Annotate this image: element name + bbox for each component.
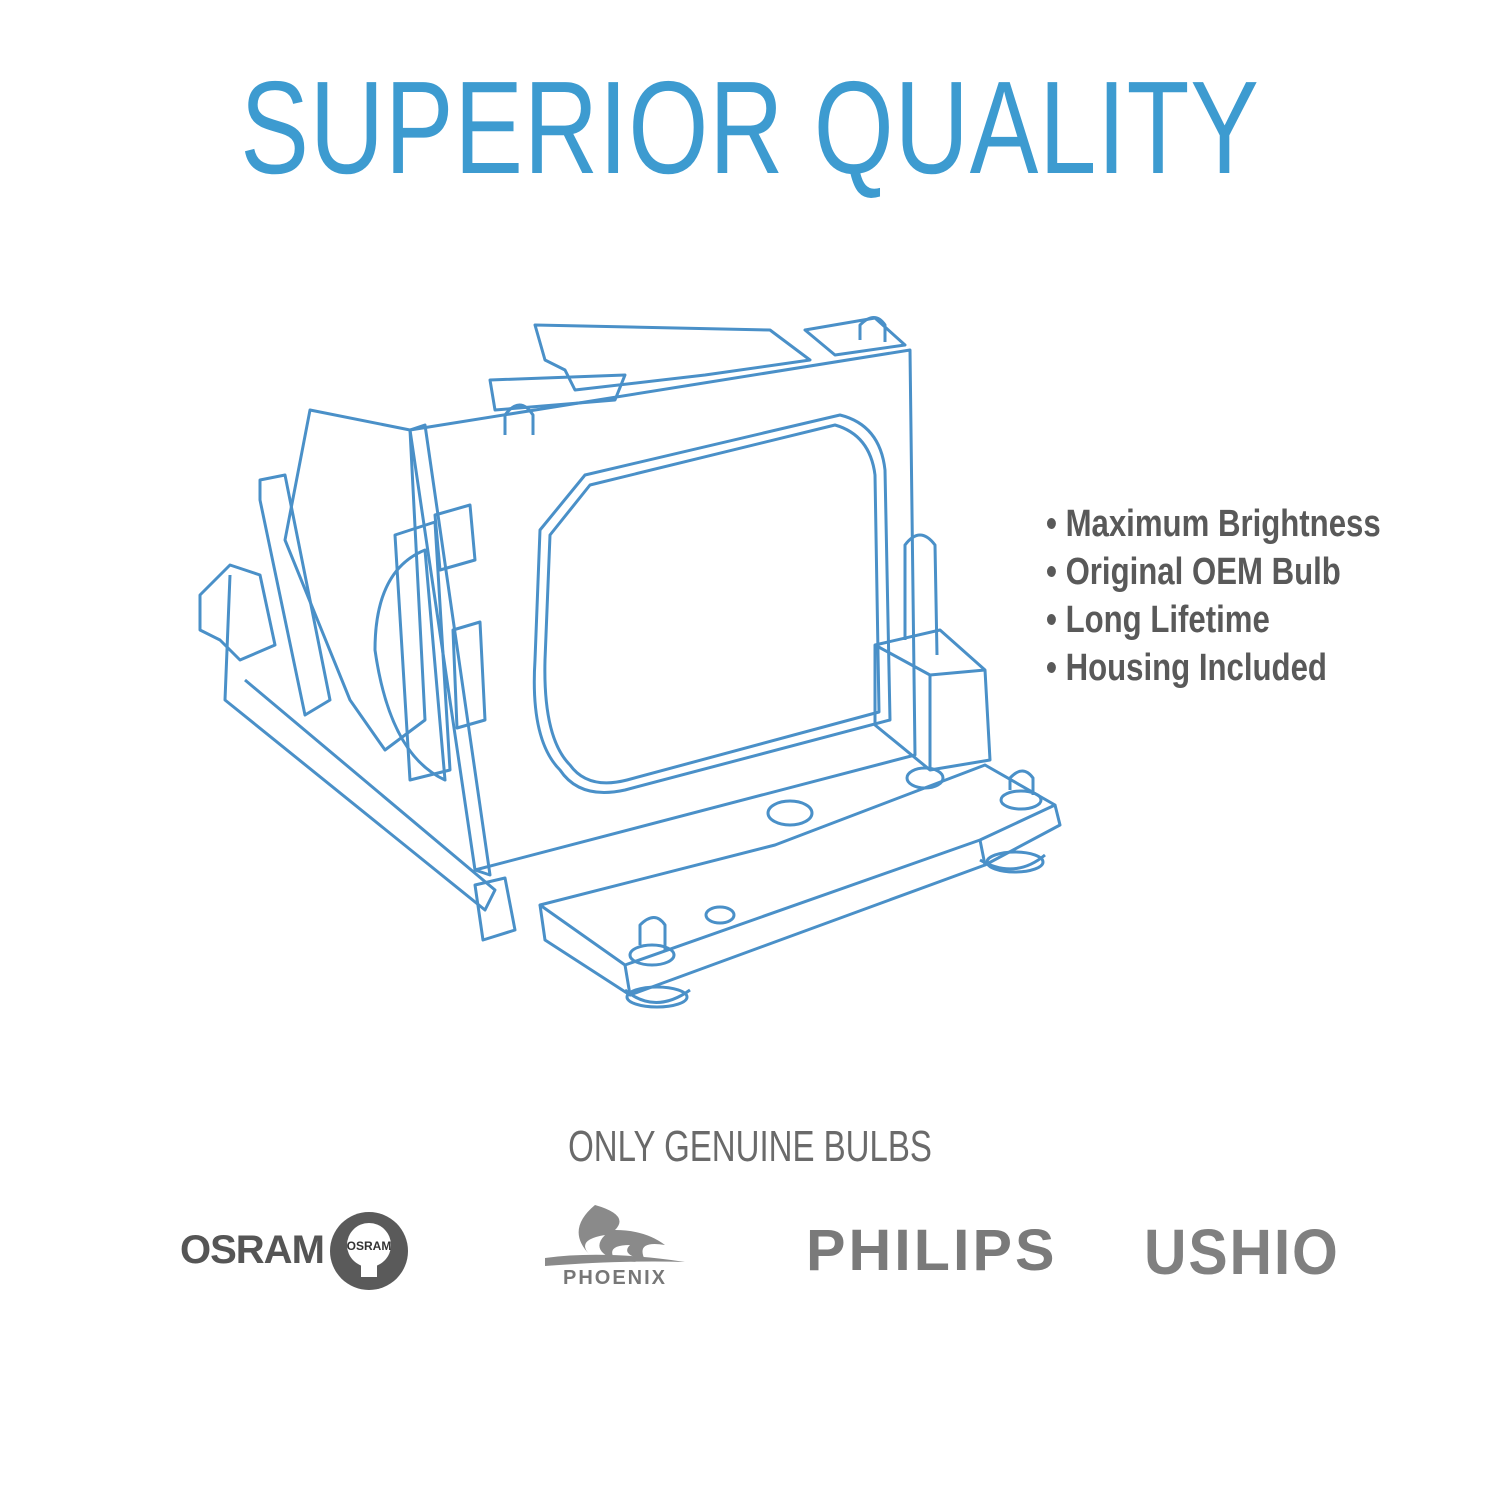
phoenix-wordmark: PHOENIX — [563, 1267, 667, 1289]
phoenix-logo: PHOENIX — [545, 1205, 685, 1289]
feature-item: • Maximum Brightness — [1046, 503, 1381, 545]
osram-bulb-icon: OSRAM — [330, 1212, 408, 1290]
brands-heading: ONLY GENUINE BULBS — [568, 1122, 932, 1171]
projector-lamp-outline-icon — [198, 316, 1062, 1009]
osram-logo: OSRAM OSRAM — [178, 1210, 410, 1290]
feature-item: • Housing Included — [1046, 647, 1327, 689]
feature-list: • Maximum Brightness • Original OEM Bulb… — [1046, 500, 1454, 692]
page-title: SUPERIOR QUALITY — [240, 54, 1260, 201]
ushio-logo: USHIO — [1144, 1216, 1340, 1288]
osram-badge-text: OSRAM — [347, 1239, 392, 1253]
feature-item: • Long Lifetime — [1046, 599, 1270, 641]
philips-logo: PHILIPS — [806, 1218, 1058, 1283]
osram-wordmark: OSRAM — [180, 1228, 325, 1272]
feature-item: • Original OEM Bulb — [1046, 551, 1341, 593]
